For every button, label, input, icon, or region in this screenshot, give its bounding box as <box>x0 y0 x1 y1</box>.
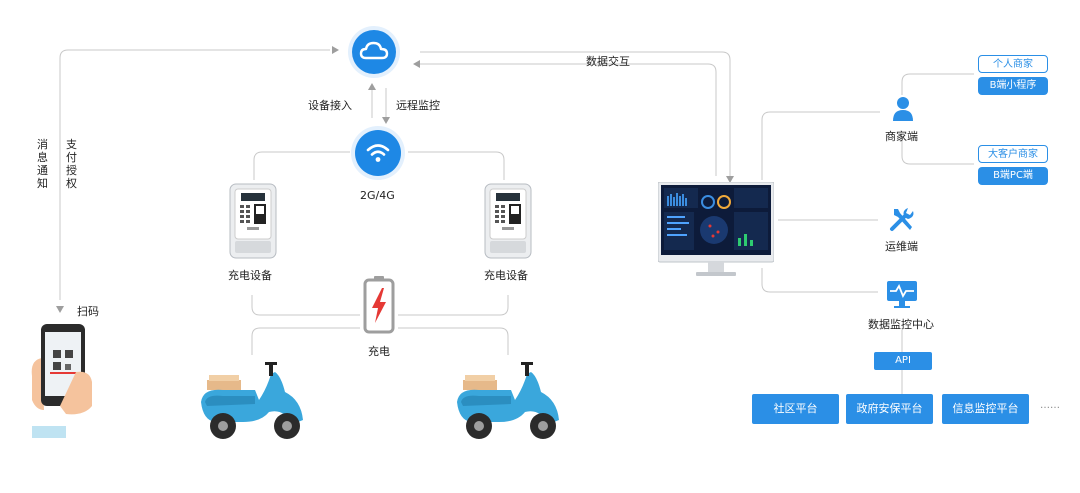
big-client-merchant-pill: 大客户商家 <box>978 145 1048 163</box>
wifi-node <box>355 130 401 176</box>
cloud-icon <box>359 41 389 60</box>
personal-merchant-pill: 个人商家 <box>978 55 1048 73</box>
monitor-center-label: 数据监控中心 <box>868 318 934 331</box>
scooter-left <box>197 358 309 446</box>
dashboard-monitor-icon <box>657 181 775 276</box>
charger-device-icon <box>229 183 277 259</box>
cloud-node <box>352 30 396 74</box>
charger-left-label: 充电设备 <box>228 269 272 282</box>
platform-government-security: 政府安保平台 <box>846 394 933 424</box>
charger-device-icon <box>484 183 532 259</box>
monitor-center-node <box>886 280 918 314</box>
remote-monitor-label: 远程监控 <box>396 99 440 112</box>
charger-left <box>229 183 277 263</box>
b-pc-pill: B端PC端 <box>978 167 1048 185</box>
scooter-icon <box>201 362 303 439</box>
battery-node <box>363 275 395 339</box>
merchant-label: 商家端 <box>885 130 918 143</box>
monitor-dashboard <box>657 181 775 284</box>
scooter-icon <box>457 362 559 439</box>
phone-hand <box>30 320 96 444</box>
user-icon <box>893 97 913 121</box>
scooter-right <box>453 358 565 446</box>
payment-auth-label: 支付授权 <box>66 138 77 190</box>
b-mini-program-pill: B端小程序 <box>978 77 1048 95</box>
device-access-label: 设备接入 <box>308 99 352 112</box>
network-label: 2G/4G <box>360 189 395 202</box>
api-box: API <box>874 352 932 370</box>
tools-icon <box>890 208 914 231</box>
pulse-monitor-icon <box>887 281 917 308</box>
platform-info-monitor: 信息监控平台 <box>942 394 1029 424</box>
charge-label: 充电 <box>368 345 390 358</box>
wifi-icon <box>366 144 390 162</box>
merchant-node <box>892 96 914 126</box>
scan-label: 扫码 <box>77 305 99 318</box>
phone-scan-icon <box>31 324 92 438</box>
battery-charging-icon <box>363 276 395 334</box>
charger-right-label: 充电设备 <box>484 269 528 282</box>
data-exchange-label: 数据交互 <box>586 55 630 68</box>
platform-community: 社区平台 <box>752 394 839 424</box>
charger-right <box>484 183 532 263</box>
ops-node <box>888 205 916 237</box>
platform-ellipsis: …… <box>1040 400 1060 411</box>
message-notice-label: 消息通知 <box>37 138 48 190</box>
ops-label: 运维端 <box>885 240 918 253</box>
